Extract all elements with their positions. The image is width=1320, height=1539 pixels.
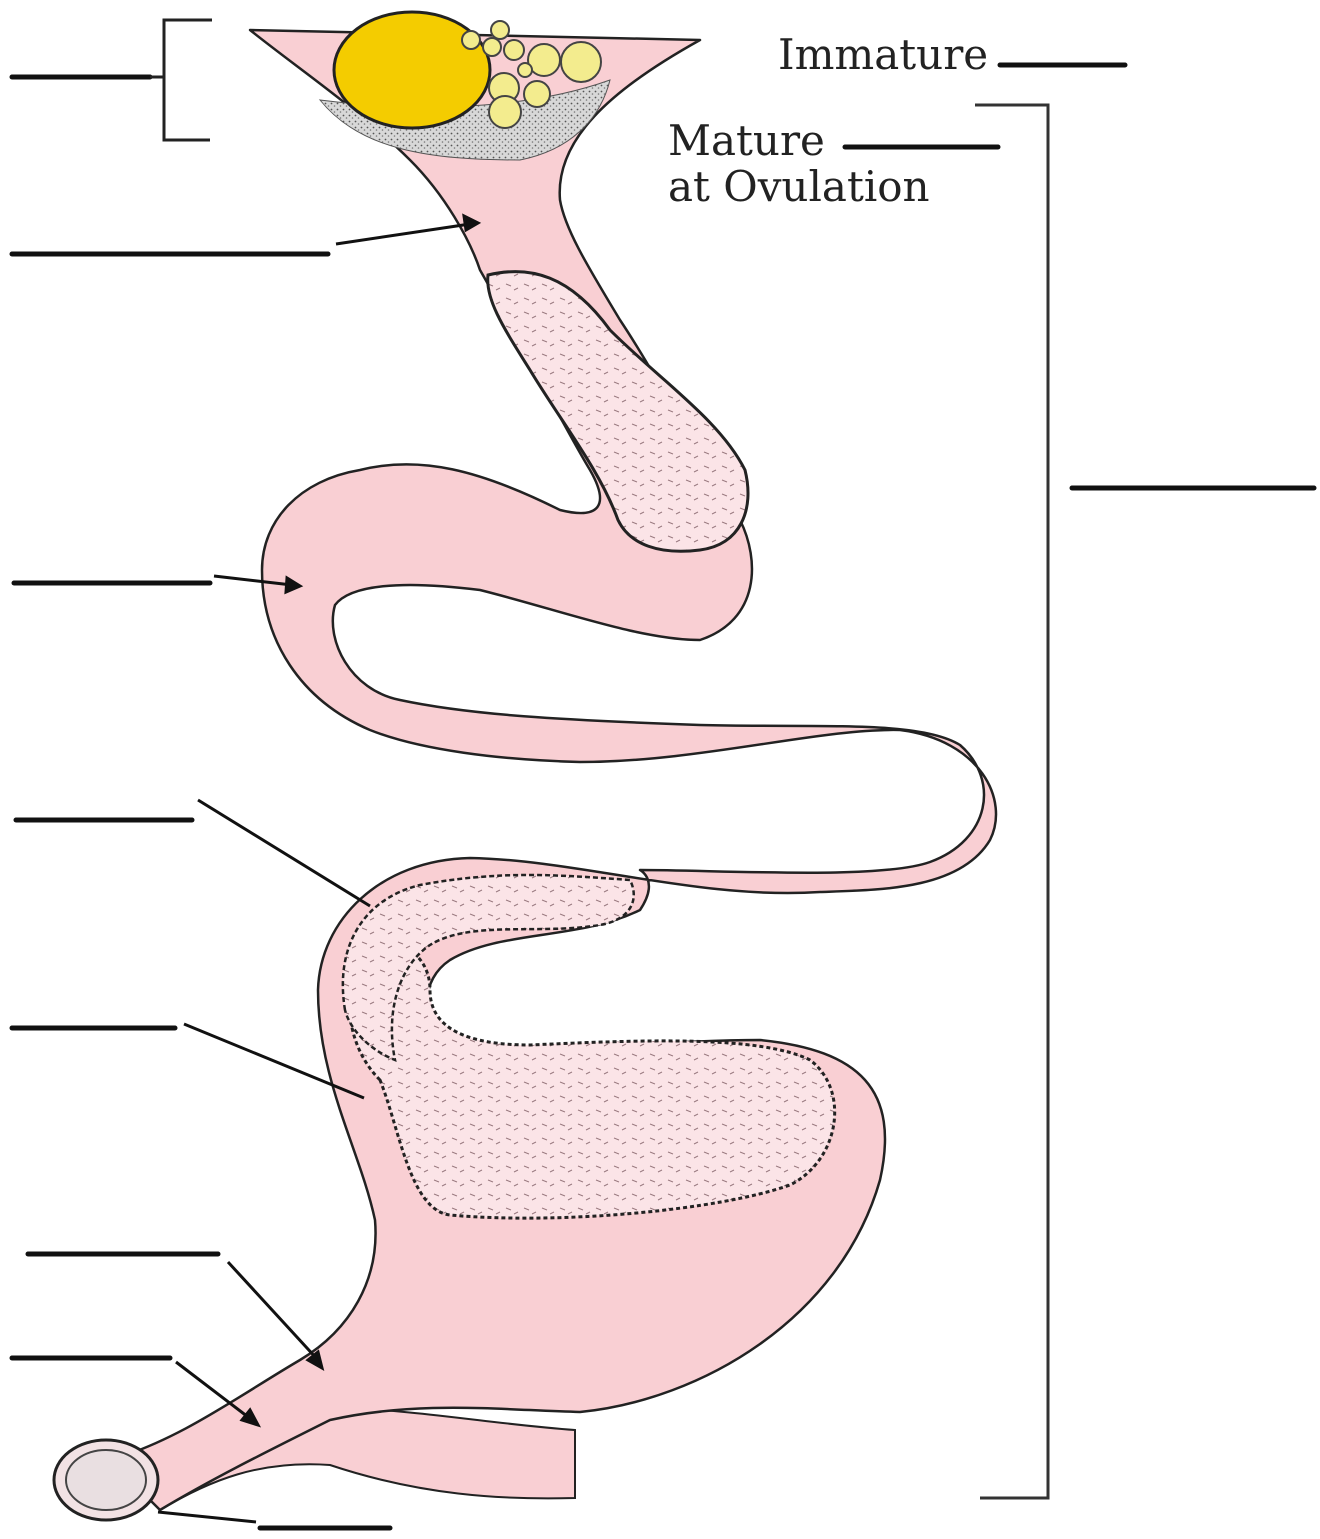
ovary-bracket	[164, 20, 212, 140]
isthmus-lumen	[343, 875, 634, 1060]
follicle	[504, 40, 524, 60]
immature-label: Immature	[778, 32, 988, 78]
follicle	[561, 42, 601, 82]
large-yolk-follicle	[334, 12, 490, 128]
arrow-isthmus	[198, 800, 370, 906]
magnum-lumen	[350, 946, 835, 1219]
white-patch	[576, 1430, 696, 1510]
mature-label-line2: at Ovulation	[668, 164, 930, 210]
cloaca-opening-inner	[66, 1450, 146, 1510]
follicle	[483, 38, 501, 56]
mature-label: Mature	[668, 118, 825, 164]
follicle	[462, 31, 480, 49]
arrow-cloaca	[158, 1512, 256, 1522]
follicle	[518, 63, 532, 77]
follicle	[489, 96, 521, 128]
follicle	[524, 81, 550, 107]
arrow-vagina	[228, 1262, 318, 1360]
follicle	[491, 21, 509, 39]
arrow-infundibulum	[336, 224, 470, 244]
